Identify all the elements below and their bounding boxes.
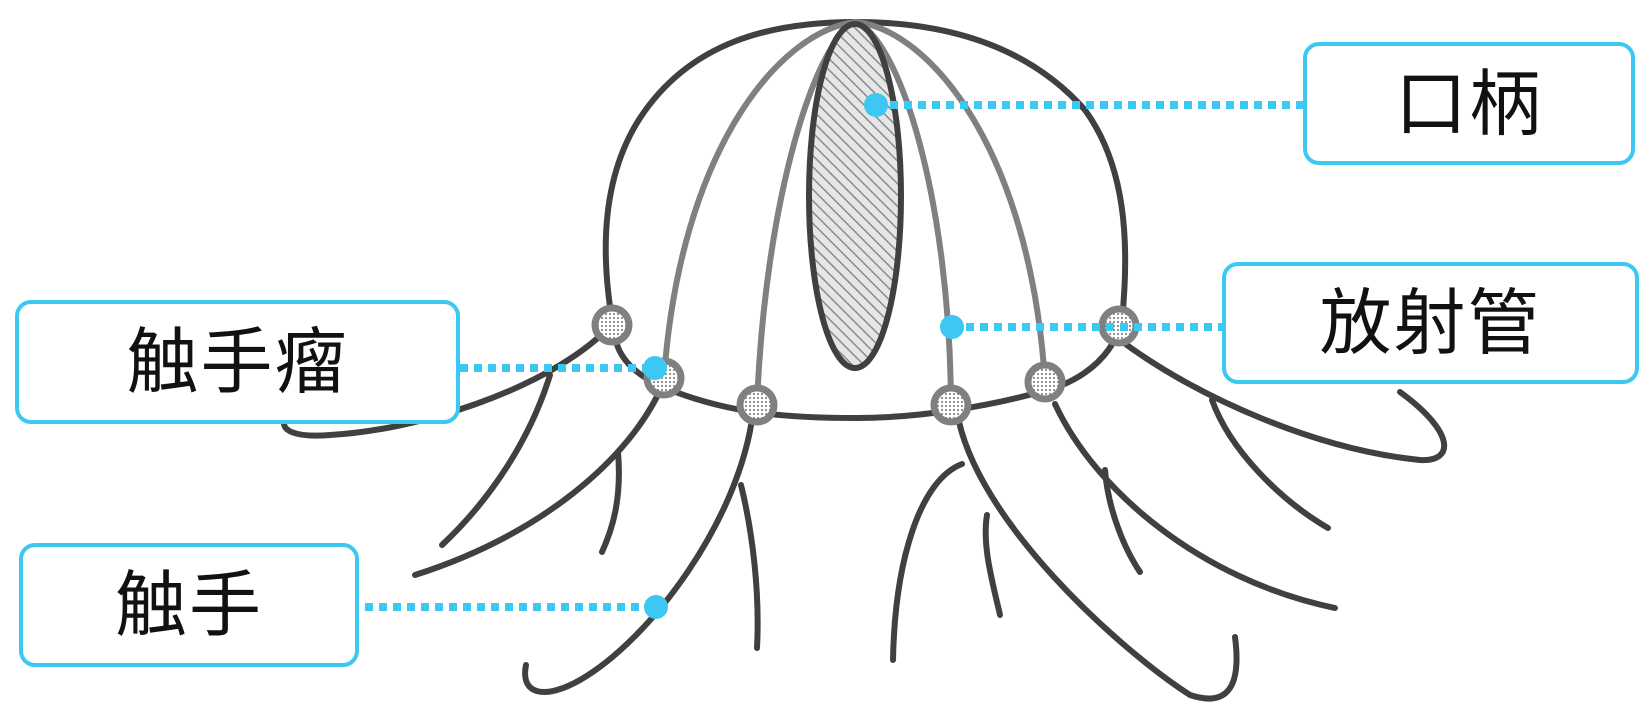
label-tentacle-text: 触手 [115,569,263,641]
tentacle [986,515,1000,615]
leader-dot-radial-canal [940,315,964,339]
tentacle [741,485,758,648]
tentacle-bulb [595,308,629,342]
leader-dot-tentacle [644,595,668,619]
tentacle [525,412,753,692]
label-oral-arm: 口柄 [1303,42,1635,165]
manubrium [809,24,901,368]
tentacle-bulb [1028,365,1062,399]
label-radial-canal-text: 放射管 [1319,287,1541,359]
label-oral-arm-text: 口柄 [1395,68,1543,140]
label-tentacle-bulb-text: 触手瘤 [126,326,348,398]
tentacle-bulb [740,388,774,422]
label-tentacle-bulb: 触手瘤 [15,300,460,424]
leader-dot-oral-arm [864,93,888,117]
label-tentacle: 触手 [19,543,359,667]
label-radial-canal: 放射管 [1222,262,1639,384]
leader-dot-tentacle-bulb [643,356,667,380]
tentacle-bulb [934,388,968,422]
tentacle [893,464,962,660]
